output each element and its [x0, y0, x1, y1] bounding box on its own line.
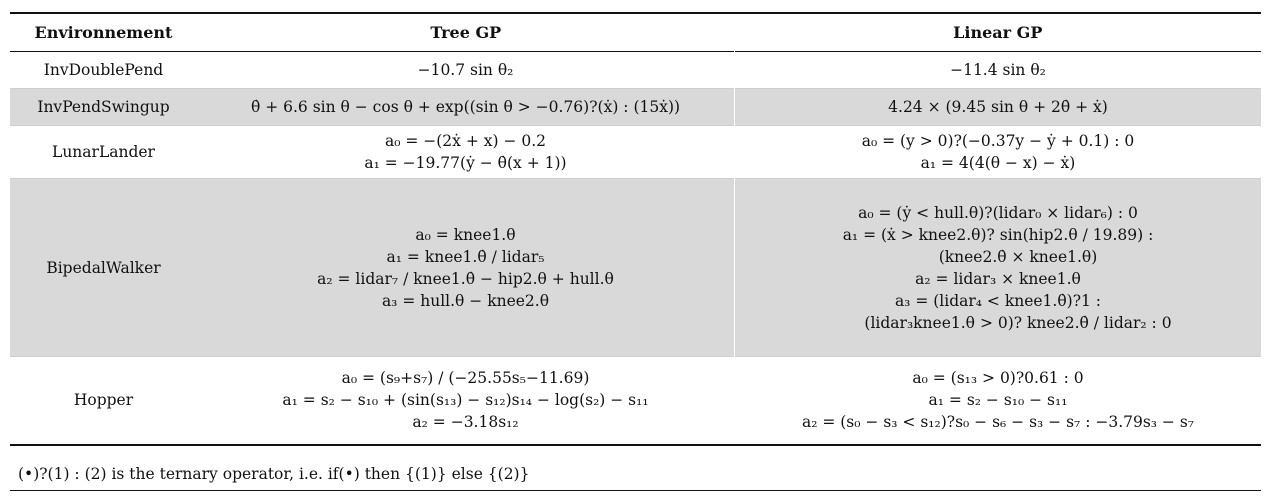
formula-line: a₁ = 4(4(θ − x) − ẋ): [920, 154, 1076, 172]
formula-line: a₁ = (ẋ > knee2.θ)? sin(hip2.θ / 19.89) …: [842, 225, 1154, 244]
table-row: InvDoublePend −10.7 sin θ₂ −11.4 sin θ₂: [10, 51, 1262, 89]
tree-gp-cell: a₀ = knee1.θ a₁ = knee1.θ̇ / lidar₅ a₂ =…: [197, 178, 735, 357]
formula-line: a₀ = (s₉+s₇) / (−25.55s₅−11.69): [341, 369, 590, 388]
tree-gp-cell: θ̇ + 6.6 sin θ − cos θ + exp((sin θ > −0…: [197, 88, 735, 126]
tree-gp-cell: a₀ = (s₉+s₇) / (−25.55s₅−11.69) a₁ = s₂ …: [197, 356, 735, 445]
formula-line: a₀ = −(2ẋ + x) − 0.2: [384, 132, 547, 150]
formula-line: −11.4 sin θ₂: [950, 61, 1046, 79]
formula-line: a₀ = (ẏ < hull.θ)?(lidar₀ × lidar₆) : 0: [858, 203, 1138, 222]
linear-gp-cell: a₀ = (y > 0)?(−0.37y − ẏ + 0.1) : 0 a₁ =…: [735, 126, 1262, 179]
formula-line: a₃ = hull.θ − knee2.θ: [381, 291, 550, 310]
formula-line: (knee2.θ̇ × knee1.θ): [938, 247, 1098, 266]
formula-line: −10.7 sin θ₂: [417, 61, 514, 79]
header-environment: Environnement: [34, 23, 173, 42]
formula-line: a₂ = (s₀ − s₃ < s₁₂)?s₀ − s₆ − s₃ − s₇ :…: [801, 413, 1195, 432]
header-row: Environnement Tree GP Linear GP: [10, 13, 1261, 52]
formula-line: a₁ = −19.77(ẏ − θ̇(x + 1)): [364, 154, 567, 172]
row-environment: LunarLander: [52, 143, 155, 161]
footnote-rule: [10, 490, 1261, 491]
table-row: LunarLander a₀ = −(2ẋ + x) − 0.2 a₁ = −1…: [10, 125, 1262, 179]
table-header: Environnement Tree GP Linear GP: [10, 13, 1261, 52]
table-body: InvDoublePend −10.7 sin θ₂ −11.4 sin θ₂ …: [10, 51, 1262, 445]
table-row: InvPendSwingup θ̇ + 6.6 sin θ − cos θ + …: [10, 88, 1262, 126]
linear-gp-cell: a₀ = (s₁₃ > 0)?0.61 : 0 a₁ = s₂ − s₁₀ − …: [735, 357, 1262, 445]
linear-gp-cell: a₀ = (ẏ < hull.θ)?(lidar₀ × lidar₆) : 0 …: [735, 179, 1262, 357]
tree-gp-cell: a₀ = −(2ẋ + x) − 0.2 a₁ = −19.77(ẏ − θ̇(…: [197, 125, 735, 179]
row-environment: InvPendSwingup: [37, 98, 170, 116]
tree-gp-cell: −10.7 sin θ₂: [197, 51, 735, 89]
formula-line: (lidar₃knee1.θ > 0)? knee2.θ̇ / lidar₂ :…: [864, 313, 1172, 332]
formula-line: a₂ = −3.18s₁₂: [412, 413, 519, 432]
header-linear-gp: Linear GP: [953, 23, 1043, 42]
formula-line: a₀ = (y > 0)?(−0.37y − ẏ + 0.1) : 0: [861, 132, 1135, 150]
formula-line: a₁ = s₂ − s₁₀ − s₁₁: [928, 391, 1068, 410]
formula-line: a₁ = knee1.θ̇ / lidar₅: [386, 247, 545, 266]
table-row: Hopper a₀ = (s₉+s₇) / (−25.55s₅−11.69) a…: [10, 356, 1262, 445]
results-table: Environnement Tree GP Linear GP InvDoubl…: [10, 12, 1261, 446]
formula-line: a₂ = lidar₇ / knee1.θ̇ − hip2.θ + hull.θ: [317, 269, 614, 288]
formula-line: θ̇ + 6.6 sin θ − cos θ + exp((sin θ > −0…: [250, 98, 681, 116]
formula-line: 4.24 × (9.45 sin θ + 2θ̇ + ẋ): [888, 98, 1108, 116]
formula-line: a₁ = s₂ − s₁₀ + (sin(s₁₃) − s₁₂)s₁₄ − lo…: [282, 391, 649, 410]
formula-line: a₀ = (s₁₃ > 0)?0.61 : 0: [912, 369, 1084, 388]
formula-line: a₂ = lidar₃ × knee1.θ: [915, 269, 1081, 288]
formula-line: a₃ = (lidar₄ < knee1.θ̇)?1 :: [894, 291, 1102, 310]
row-environment: InvDoublePend: [43, 61, 164, 79]
linear-gp-cell: −11.4 sin θ₂: [735, 52, 1262, 89]
table-row: BipedalWalker a₀ = knee1.θ a₁ = knee1.θ̇…: [10, 178, 1262, 357]
row-environment: BipedalWalker: [46, 258, 161, 277]
formula-line: a₀ = knee1.θ: [415, 225, 516, 244]
header-tree-gp: Tree GP: [430, 23, 502, 42]
linear-gp-cell: 4.24 × (9.45 sin θ + 2θ̇ + ẋ): [735, 89, 1262, 126]
row-environment: Hopper: [73, 391, 134, 410]
table-footnote: (•)?(1) : (2) is the ternary operator, i…: [18, 465, 530, 483]
